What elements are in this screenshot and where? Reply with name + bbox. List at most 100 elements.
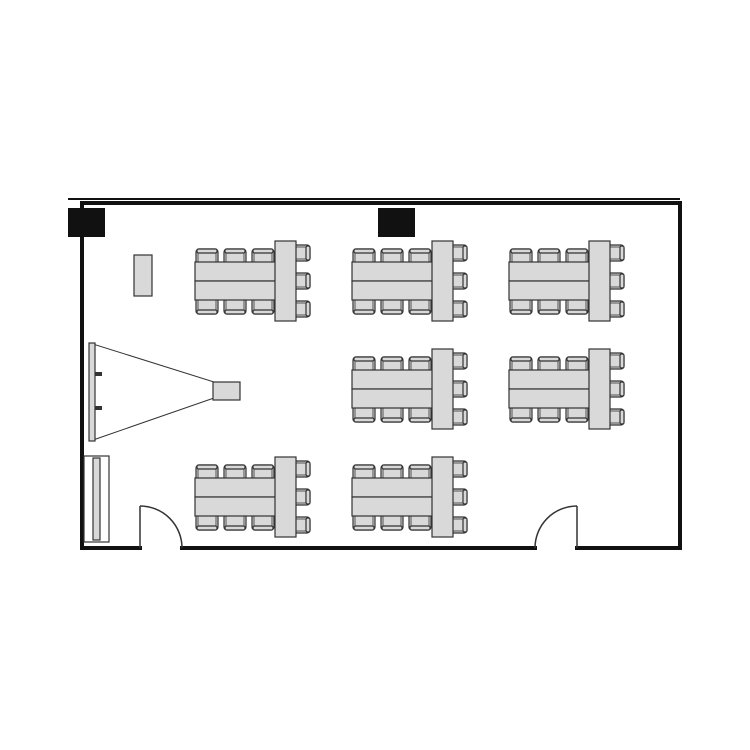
chair-back [619, 353, 625, 369]
table-end [431, 348, 454, 430]
chair-back [353, 417, 375, 423]
chair [195, 297, 219, 315]
chair [251, 248, 275, 266]
chair [380, 297, 404, 315]
chair [408, 356, 432, 374]
chair-back [252, 464, 274, 470]
table-long-bottom [194, 496, 280, 517]
chair-back [462, 461, 468, 477]
table-long-top [508, 261, 594, 282]
chair [380, 405, 404, 423]
table-pod [508, 348, 625, 430]
table-end [274, 456, 297, 538]
table-long-top [351, 477, 437, 498]
table-long-top [194, 477, 280, 498]
chair-back [381, 309, 403, 315]
chair-back [353, 309, 375, 315]
table-pod [194, 456, 311, 538]
chair-back [305, 517, 311, 533]
screen-bracket-bottom [95, 406, 102, 410]
chair-back [353, 248, 375, 254]
chair-back [252, 309, 274, 315]
chair [380, 513, 404, 531]
chair [537, 405, 561, 423]
chair-back [196, 309, 218, 315]
chair-back [305, 461, 311, 477]
doors [139, 505, 578, 549]
chair-back [510, 309, 532, 315]
chair-back [353, 356, 375, 362]
chair-back [224, 248, 246, 254]
chair [195, 464, 219, 482]
chair-back [462, 517, 468, 533]
chair [509, 405, 533, 423]
chair [537, 297, 561, 315]
chair-back [305, 301, 311, 317]
chair-back [409, 525, 431, 531]
chair [565, 356, 589, 374]
table-pod [508, 240, 625, 322]
chair-back [224, 309, 246, 315]
table-long-top [351, 369, 437, 390]
chair-back [381, 417, 403, 423]
table-long-bottom [508, 280, 594, 301]
chair [223, 297, 247, 315]
lectern [133, 254, 153, 297]
chair-back [462, 489, 468, 505]
chair [565, 297, 589, 315]
door-right-swing [534, 505, 578, 549]
chair-back [196, 248, 218, 254]
chair [565, 405, 589, 423]
table-end [274, 240, 297, 322]
table-pods [194, 240, 625, 538]
table-long-top [351, 261, 437, 282]
table-pod [194, 240, 311, 322]
chair-back [409, 356, 431, 362]
chair-back [305, 245, 311, 261]
chair-back [381, 356, 403, 362]
screen-bracket-top [95, 372, 102, 376]
chair-back [510, 417, 532, 423]
chair-back [510, 356, 532, 362]
chair-back [462, 273, 468, 289]
chair-back [462, 353, 468, 369]
chair-back [381, 525, 403, 531]
table-long-top [508, 369, 594, 390]
chair-back [305, 273, 311, 289]
chair-back [538, 248, 560, 254]
chair [352, 356, 376, 374]
chair [251, 464, 275, 482]
chair-back [619, 301, 625, 317]
chair-back [538, 417, 560, 423]
chair [509, 356, 533, 374]
door-left-swing [139, 505, 183, 549]
table-long-top [194, 261, 280, 282]
av-equipment [83, 254, 241, 543]
chair [509, 248, 533, 266]
chair-back [409, 464, 431, 470]
chair [408, 297, 432, 315]
chair-back [305, 489, 311, 505]
chair-back [566, 417, 588, 423]
table-long-bottom [194, 280, 280, 301]
chair-back [619, 245, 625, 261]
chair [603, 408, 625, 426]
chair-back [619, 409, 625, 425]
table-end [431, 240, 454, 322]
chair-back [196, 525, 218, 531]
chair-back [409, 417, 431, 423]
chair-back [566, 309, 588, 315]
chair-back [566, 248, 588, 254]
table-long-bottom [508, 388, 594, 409]
chair-back [510, 248, 532, 254]
pillars [68, 208, 415, 237]
side-table [92, 457, 101, 541]
chair [537, 248, 561, 266]
chair-back [619, 381, 625, 397]
chair-back [252, 248, 274, 254]
chair-back [353, 525, 375, 531]
chair [251, 297, 275, 315]
chair-back [462, 381, 468, 397]
projection-screen [88, 342, 96, 442]
